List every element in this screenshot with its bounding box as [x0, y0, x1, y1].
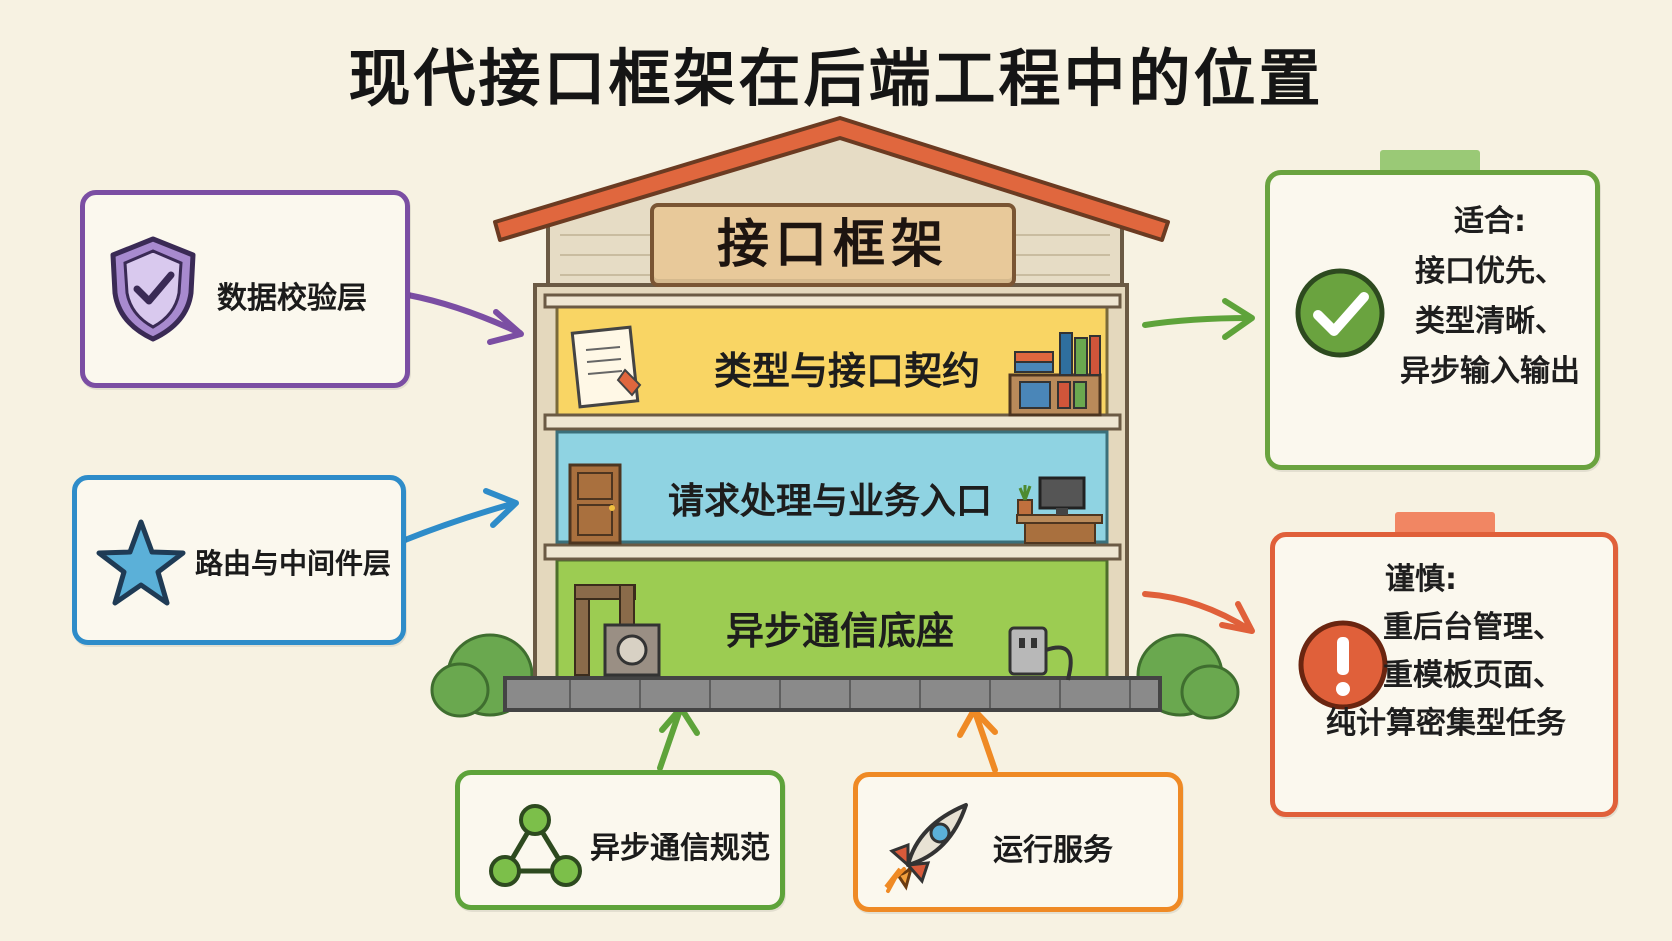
note-caution-line-2: 重模板页面、 [1383, 658, 1563, 693]
note-caution: 谨慎: 重后台管理、 重模板页面、 纯计算密集型任务 [1270, 532, 1618, 817]
arrow-routing-to-house [402, 500, 518, 543]
arrow-validation-to-house [405, 292, 523, 336]
rocket-icon [884, 803, 968, 893]
arrow-house-to-suitable [1142, 315, 1253, 328]
note-caution-line-3: 纯计算密集型任务 [1326, 706, 1566, 741]
arrow-house-to-caution [1142, 591, 1253, 633]
arrow-runtime-to-house [972, 709, 998, 773]
card-async-spec: 异步通信规范 [455, 770, 785, 910]
card-runtime-service: 运行服务 [853, 772, 1183, 912]
note-caution-line-1: 重后台管理、 [1383, 610, 1563, 645]
note-suitable-line-3: 异步输入输出 [1400, 354, 1580, 389]
card-data-validation: 数据校验层 [80, 190, 410, 388]
note-suitable-heading: 适合: [1454, 204, 1526, 239]
note-caution-heading: 谨慎: [1385, 562, 1457, 597]
note-suitable-line-1: 接口优先、 [1415, 254, 1565, 289]
card-label-runtime-service: 运行服务 [993, 833, 1113, 868]
note-suitable: 适合: 接口优先、 类型清晰、 异步输入输出 [1265, 170, 1600, 470]
exclamation-icon [1298, 620, 1388, 710]
floor-label-request-handling: 请求处理与业务入口 [667, 481, 992, 522]
network-nodes-icon [489, 804, 582, 887]
shield-check-icon [110, 236, 196, 342]
star-icon [96, 519, 186, 606]
card-label-async-spec: 异步通信规范 [590, 831, 770, 866]
card-routing-middleware: 路由与中间件层 [72, 475, 406, 645]
card-label-routing-middleware: 路由与中间件层 [195, 547, 392, 580]
card-label-data-validation: 数据校验层 [217, 281, 367, 316]
house-sign: 接口框架 [650, 203, 1016, 287]
page-title: 现代接口框架在后端工程中的位置 [348, 42, 1324, 115]
checkmark-icon [1295, 268, 1385, 358]
note-suitable-line-2: 类型清晰、 [1415, 304, 1565, 339]
floor-label-async-foundation: 异步通信底座 [725, 609, 954, 653]
floor-label-types-contracts: 类型与接口契约 [713, 349, 980, 393]
arrow-async-spec-to-house [657, 707, 683, 771]
